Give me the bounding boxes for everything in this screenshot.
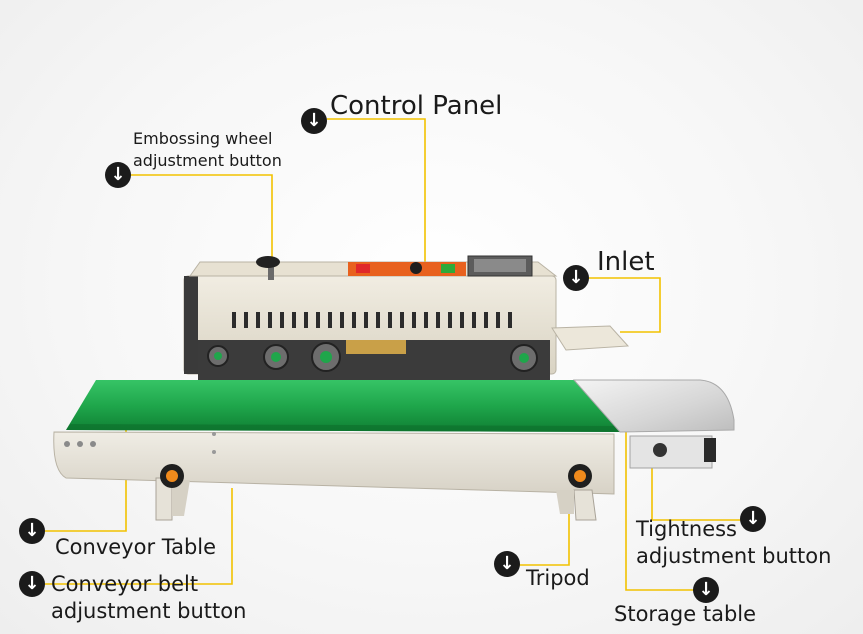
label-embossing-line1: Embossing wheel xyxy=(133,129,273,148)
down-arrow-circle-icon: ↓ xyxy=(563,265,589,291)
down-arrow-circle-icon: ↓ xyxy=(19,518,45,544)
label-tightness-line2: adjustment button xyxy=(636,543,832,568)
label-embossing-line2: adjustment button xyxy=(133,151,282,171)
label-conveyor-table: Conveyor Table xyxy=(55,535,217,559)
label-conveyor-belt-line1: Conveyor belt xyxy=(51,572,199,596)
leader-lines xyxy=(45,118,760,591)
label-tightness-line1: Tightness xyxy=(636,517,738,541)
label-conveyor-belt-line2: adjustment button xyxy=(51,598,247,623)
label-inlet: Inlet xyxy=(597,247,655,277)
label-conveyor-belt: Conveyor belt adjustment button xyxy=(51,573,246,622)
down-arrow-circle-icon: ↓ xyxy=(740,506,766,532)
label-tightness: Tightness adjustment button xyxy=(636,518,831,567)
label-control-panel: Control Panel xyxy=(330,91,503,121)
conveyor xyxy=(53,379,735,521)
sealer-head xyxy=(183,255,630,380)
down-arrow-circle-icon: ↓ xyxy=(494,551,520,577)
down-arrow-circle-icon: ↓ xyxy=(693,577,719,603)
label-embossing-wheel: Embossing wheel adjustment button xyxy=(133,130,282,170)
down-arrow-circle-icon: ↓ xyxy=(19,571,45,597)
label-storage-table: Storage table xyxy=(614,602,757,626)
down-arrow-circle-icon: ↓ xyxy=(105,162,131,188)
label-tripod: Tripod xyxy=(526,566,590,590)
down-arrow-circle-icon: ↓ xyxy=(301,108,327,134)
